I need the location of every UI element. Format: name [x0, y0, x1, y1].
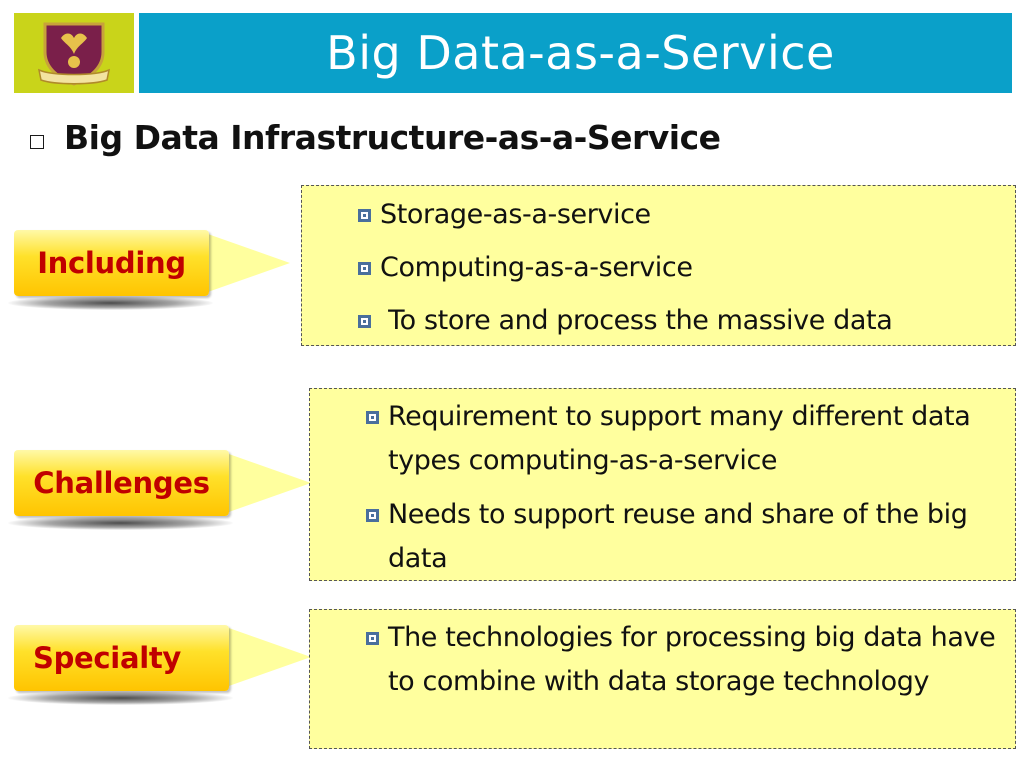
slide-title: Big Data-as-a-Service: [326, 26, 835, 80]
main-heading: Big Data Infrastructure-as-a-Service: [64, 118, 721, 157]
list-item-text: Needs to support reuse and share of the …: [388, 499, 968, 574]
university-crest-icon: [37, 22, 111, 86]
list-item-text: Computing-as-a-service: [380, 252, 693, 283]
list-item: Requirement to support many different da…: [366, 395, 1006, 483]
list-item-text: Storage-as-a-service: [380, 199, 651, 230]
list-item-text: The technologies for processing big data…: [388, 622, 996, 697]
square-bullet-icon: [366, 411, 379, 424]
square-bullet-icon: [366, 632, 379, 645]
list-item-text: Requirement to support many different da…: [388, 401, 971, 476]
list-item: To store and process the massive data: [358, 299, 893, 343]
list-item: Needs to support reuse and share of the …: [366, 493, 1006, 581]
label-shadow-specialty: [8, 691, 233, 705]
heading-row: Big Data Infrastructure-as-a-Service: [30, 118, 721, 157]
label-specialty: Specialty: [14, 625, 229, 691]
list-item: Computing-as-a-service: [358, 246, 693, 290]
label-challenges: Challenges: [14, 450, 229, 516]
callout-arrow-challenges: [226, 453, 311, 513]
logo-box: [14, 13, 134, 93]
square-bullet-icon: [358, 262, 371, 275]
content-box-including: Storage-as-a-service Computing-as-a-serv…: [301, 185, 1016, 346]
list-item-text: To store and process the massive data: [380, 305, 893, 336]
square-bullet-icon: [358, 209, 371, 222]
label-shadow-including: [8, 296, 213, 310]
callout-arrow-specialty: [226, 627, 311, 687]
square-bullet-icon: [366, 509, 379, 522]
label-including: Including: [14, 230, 209, 296]
callout-arrow-including: [205, 233, 290, 293]
content-box-specialty: The technologies for processing big data…: [309, 609, 1016, 749]
list-item: Storage-as-a-service: [358, 193, 651, 237]
label-shadow-challenges: [8, 516, 233, 530]
hollow-square-bullet-icon: [30, 134, 44, 149]
square-bullet-icon: [358, 315, 371, 328]
list-item: The technologies for processing big data…: [366, 616, 1006, 704]
content-box-challenges: Requirement to support many different da…: [309, 388, 1016, 581]
title-bar: Big Data-as-a-Service: [139, 13, 1012, 93]
